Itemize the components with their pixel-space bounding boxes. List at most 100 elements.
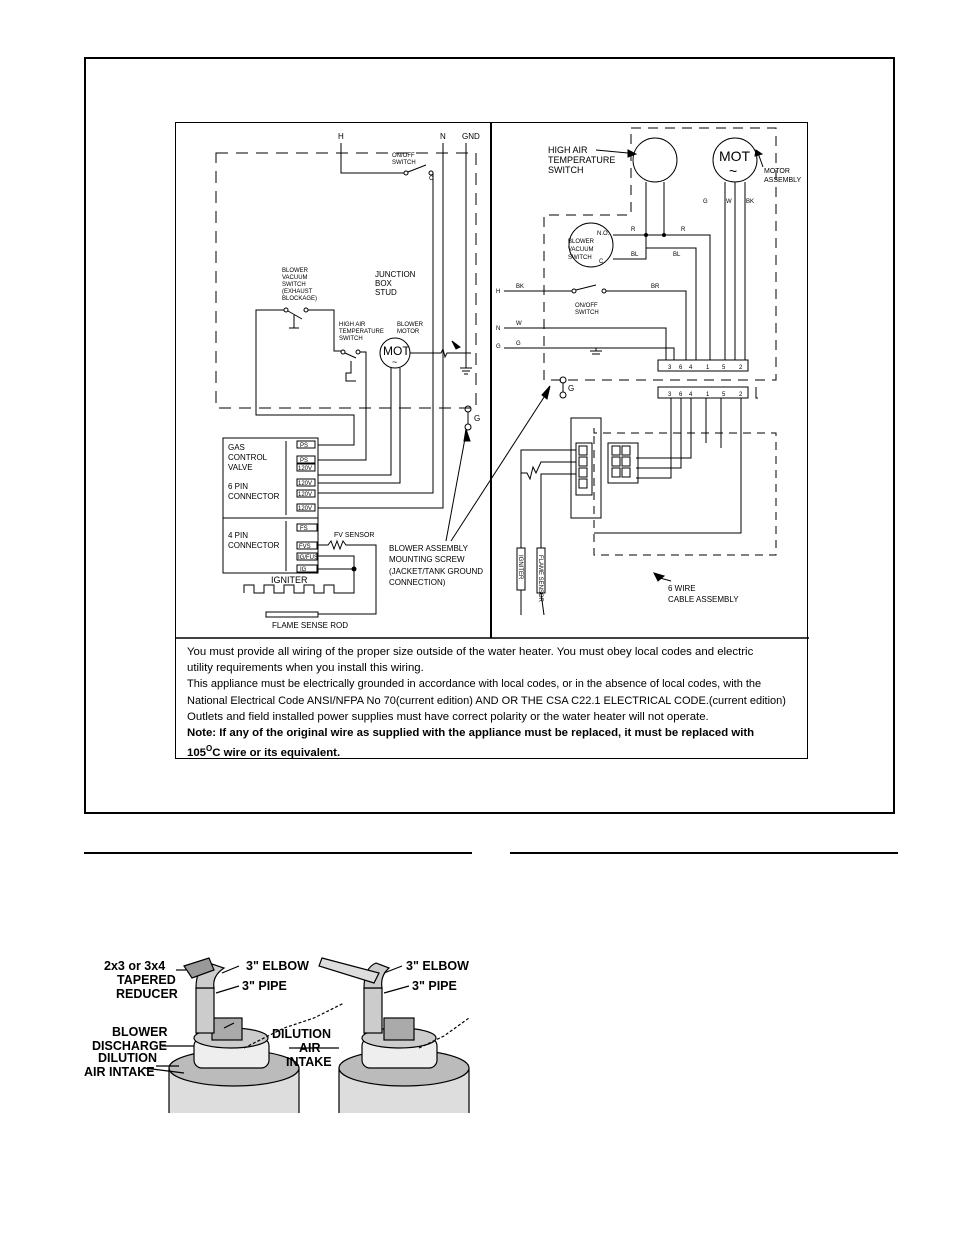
reducer-label-1: 2x3 or 3x4: [104, 959, 165, 973]
bvs-wire-2: [308, 309, 341, 352]
r-hats-label-1: HIGH AIR: [548, 145, 588, 155]
r-bvs-label-2: VACUUM: [568, 247, 594, 253]
reducer-label-2: TAPERED: [117, 973, 176, 987]
flame-sense-rod-label: FLAME SENSE ROD: [272, 621, 348, 630]
left-dilution-label-1: DILUTION: [98, 1051, 157, 1065]
motor-assembly-label-1: MOTOR: [764, 168, 790, 175]
bams-label-2: MOUNTING SCREW: [389, 555, 465, 564]
pin-120v-1: 120V: [298, 466, 312, 472]
wire-g-label: G: [703, 199, 708, 205]
right-dilution-label-2: AIR: [299, 1041, 321, 1055]
note-bold-1: Note: If any of the original wire as sup…: [187, 727, 755, 740]
r-wire-bl: [613, 182, 647, 260]
left-switch-c: C: [429, 176, 434, 182]
right-mot-symbol: ~: [729, 163, 737, 179]
wire-r1-label: R: [631, 227, 636, 233]
junction-box-label-2: BOX: [375, 279, 393, 288]
r-br-label: BR: [651, 284, 660, 290]
h-wire: [340, 143, 404, 174]
r-bvs-no: N.O.: [597, 231, 610, 237]
tb-upper-5: 5: [722, 365, 726, 371]
left-on-off-label-2: SWITCH: [392, 160, 416, 166]
r-bvs-label-3: SWITCH: [568, 255, 592, 261]
bvs-label-4: (EXHAUST: [282, 289, 313, 295]
wire-r2-label: R: [681, 227, 686, 233]
six-pin-label-2: CONNECTOR: [228, 492, 280, 501]
tb-upper-3: 3: [668, 365, 672, 371]
r-n-label: N: [496, 326, 500, 332]
blower-motor-label-1: BLOWER: [397, 322, 424, 328]
junction-box-outline: [215, 152, 477, 409]
right-elbow-label: 3" ELBOW: [406, 959, 469, 973]
motor-wire-1: [318, 368, 392, 476]
right-mot-label: MOT: [719, 148, 751, 164]
tb-upper-1: 1: [706, 365, 710, 371]
note-line-5: Outlets and field installed power suppli…: [187, 710, 709, 723]
tb-lower-6: 6: [679, 392, 683, 398]
r-w-label: W: [516, 321, 522, 327]
gcv-label-1: GAS: [228, 443, 245, 452]
cable-assembly-label-2: CABLE ASSEMBLY: [668, 595, 739, 604]
note-line-3: This appliance must be electrically grou…: [187, 678, 762, 691]
right-pipe-label: 3" PIPE: [412, 979, 457, 993]
left-heater-figure: [143, 957, 345, 1113]
switched-h-wire: [318, 173, 434, 494]
wire-bk-label: BK: [746, 199, 754, 205]
note-line-2: utility requirements when you install th…: [187, 662, 424, 675]
right-bvs-circle: [568, 222, 614, 268]
r-g-wire-label: G: [516, 341, 521, 347]
left-on-off-label-1: ON/OFF: [392, 153, 415, 159]
pin-ps-1: PS: [300, 443, 308, 449]
right-dilution-label-3: INTAKE: [286, 1055, 332, 1069]
tb-lower-4: 4: [689, 392, 693, 398]
note-bold-2: 105OC wire or its equivalent.: [187, 741, 802, 761]
right-assembly-outline: [543, 127, 777, 381]
pin-ps-2: PS: [300, 458, 308, 464]
hats-wire: [318, 351, 367, 461]
junction-box-label-1: JUNCTION: [375, 270, 416, 279]
left-g-label: G: [474, 414, 480, 423]
igniter-loop-wire: [317, 555, 355, 570]
neutral-wire: [318, 143, 444, 509]
r-flame-sensor-label: FLAME SENSOR: [537, 555, 543, 603]
section-rule-left: [84, 852, 472, 854]
r-wire-r: [613, 234, 711, 360]
note-bold-2-prefix: 105: [187, 747, 207, 760]
right-heater-figure: [318, 957, 470, 1113]
tb-lower-5: 5: [722, 392, 726, 398]
terminal-block-upper: 3 6 4 1 5 2: [657, 359, 749, 372]
note-line-4: National Electrical Code ANSI/NFPA No 70…: [187, 694, 786, 707]
tb-upper-2: 2: [739, 365, 743, 371]
pin-120v-4: 120V: [298, 506, 312, 512]
r-igniter-label: IGNITER: [517, 555, 523, 580]
cable-assembly-label-1: 6 WIRE: [668, 584, 696, 593]
pin-120v-2: 120V: [298, 481, 312, 487]
reducer-label-3: REDUCER: [116, 987, 178, 1001]
note-bold-2-sup: O: [206, 744, 213, 754]
blower-discharge-label-2: DISCHARGE: [92, 1039, 167, 1053]
r-on-off-2: SWITCH: [575, 310, 599, 316]
screw-pointer-1: [445, 432, 467, 542]
r-g-label: G: [496, 344, 501, 350]
four-pin-pins: FS FVS IG/FUS IG: [296, 523, 318, 573]
r-bvs-label-1: BLOWER: [568, 239, 595, 245]
hats-label-1: HIGH AIR: [339, 322, 366, 328]
wiring-notes: You must provide all wiring of the prope…: [187, 644, 802, 761]
fv-sensor-label: FV SENSOR: [334, 532, 374, 539]
flame-sense-rod: [265, 611, 319, 618]
wire-bl1-label: BL: [631, 252, 639, 258]
bvs-label-5: BLOCKAGE): [282, 296, 317, 302]
blower-motor-label-2: MOTOR: [397, 329, 420, 335]
wiring-diagram: H N GND ON/OFF SWITCH C JUNCTION BOX STU…: [176, 123, 809, 639]
left-h-label: H: [338, 132, 344, 141]
on-off-switch-blade: [407, 164, 427, 173]
tb-lower-1: 1: [706, 392, 710, 398]
bvs-wire-1: [255, 309, 355, 446]
r-bvs-c: C: [599, 259, 604, 265]
bams-label-4: CONNECTION): [389, 578, 446, 587]
junction-stud-arrow: [451, 340, 461, 350]
left-pipe-label: 3" PIPE: [242, 979, 287, 993]
bams-label-1: BLOWER ASSEMBLY: [389, 544, 469, 553]
bvs-label-1: BLOWER: [282, 268, 309, 274]
left-n-label: N: [440, 132, 446, 141]
